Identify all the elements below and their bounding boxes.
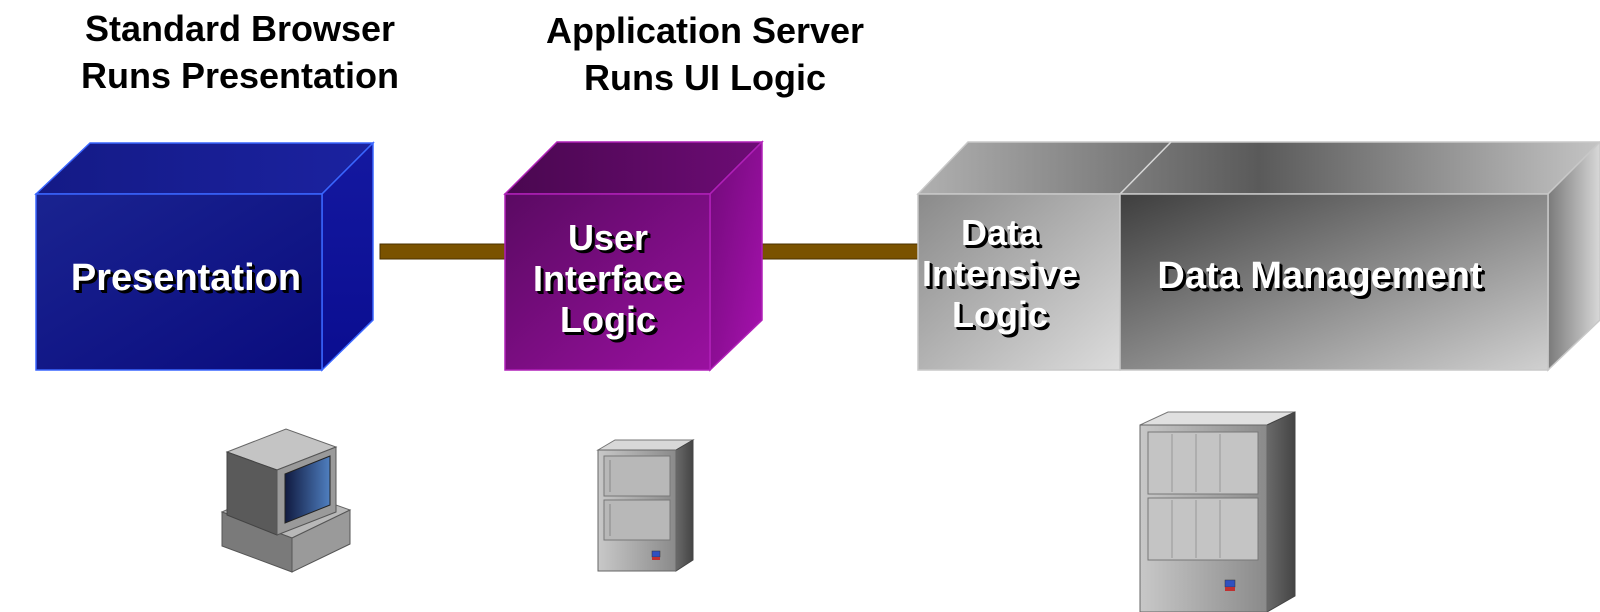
heading-browser-line2: Runs Presentation xyxy=(80,55,400,96)
ui-logic-block xyxy=(503,140,764,372)
data-block xyxy=(916,140,1600,372)
data-logic-label-line1: Data xyxy=(960,212,1040,253)
data-logic-label-line3: Logic xyxy=(952,294,1048,335)
large-server-icon xyxy=(1139,411,1296,612)
ui-logic-label: User Interface Logic xyxy=(498,217,718,340)
heading-appserver-line1: Application Server xyxy=(545,10,865,51)
heading-application-server: Application Server Runs UI Logic xyxy=(505,7,905,101)
data-management-face xyxy=(1119,193,1549,371)
presentation-label: Presentation xyxy=(70,257,302,299)
data-logic-label-line2: Intensive xyxy=(921,253,1079,294)
heading-browser-line1: Standard Browser xyxy=(84,8,396,49)
desktop-computer-icon xyxy=(220,428,352,573)
ui-logic-label-line3: Logic xyxy=(560,299,656,340)
heading-standard-browser: Standard Browser Runs Presentation xyxy=(40,5,440,99)
heading-appserver-line2: Runs UI Logic xyxy=(584,57,826,98)
ui-logic-label-line2: Interface xyxy=(532,258,684,299)
connector-presentation-ui xyxy=(379,243,509,260)
connector-ui-data xyxy=(761,243,921,260)
data-management-label: Data Management xyxy=(1157,255,1483,297)
ui-logic-label-line1: User xyxy=(567,217,649,258)
small-server-icon xyxy=(596,439,695,572)
data-intensive-logic-face xyxy=(917,193,1121,371)
presentation-block xyxy=(34,141,375,372)
data-intensive-logic-label: Data Intensive Logic xyxy=(900,212,1100,335)
